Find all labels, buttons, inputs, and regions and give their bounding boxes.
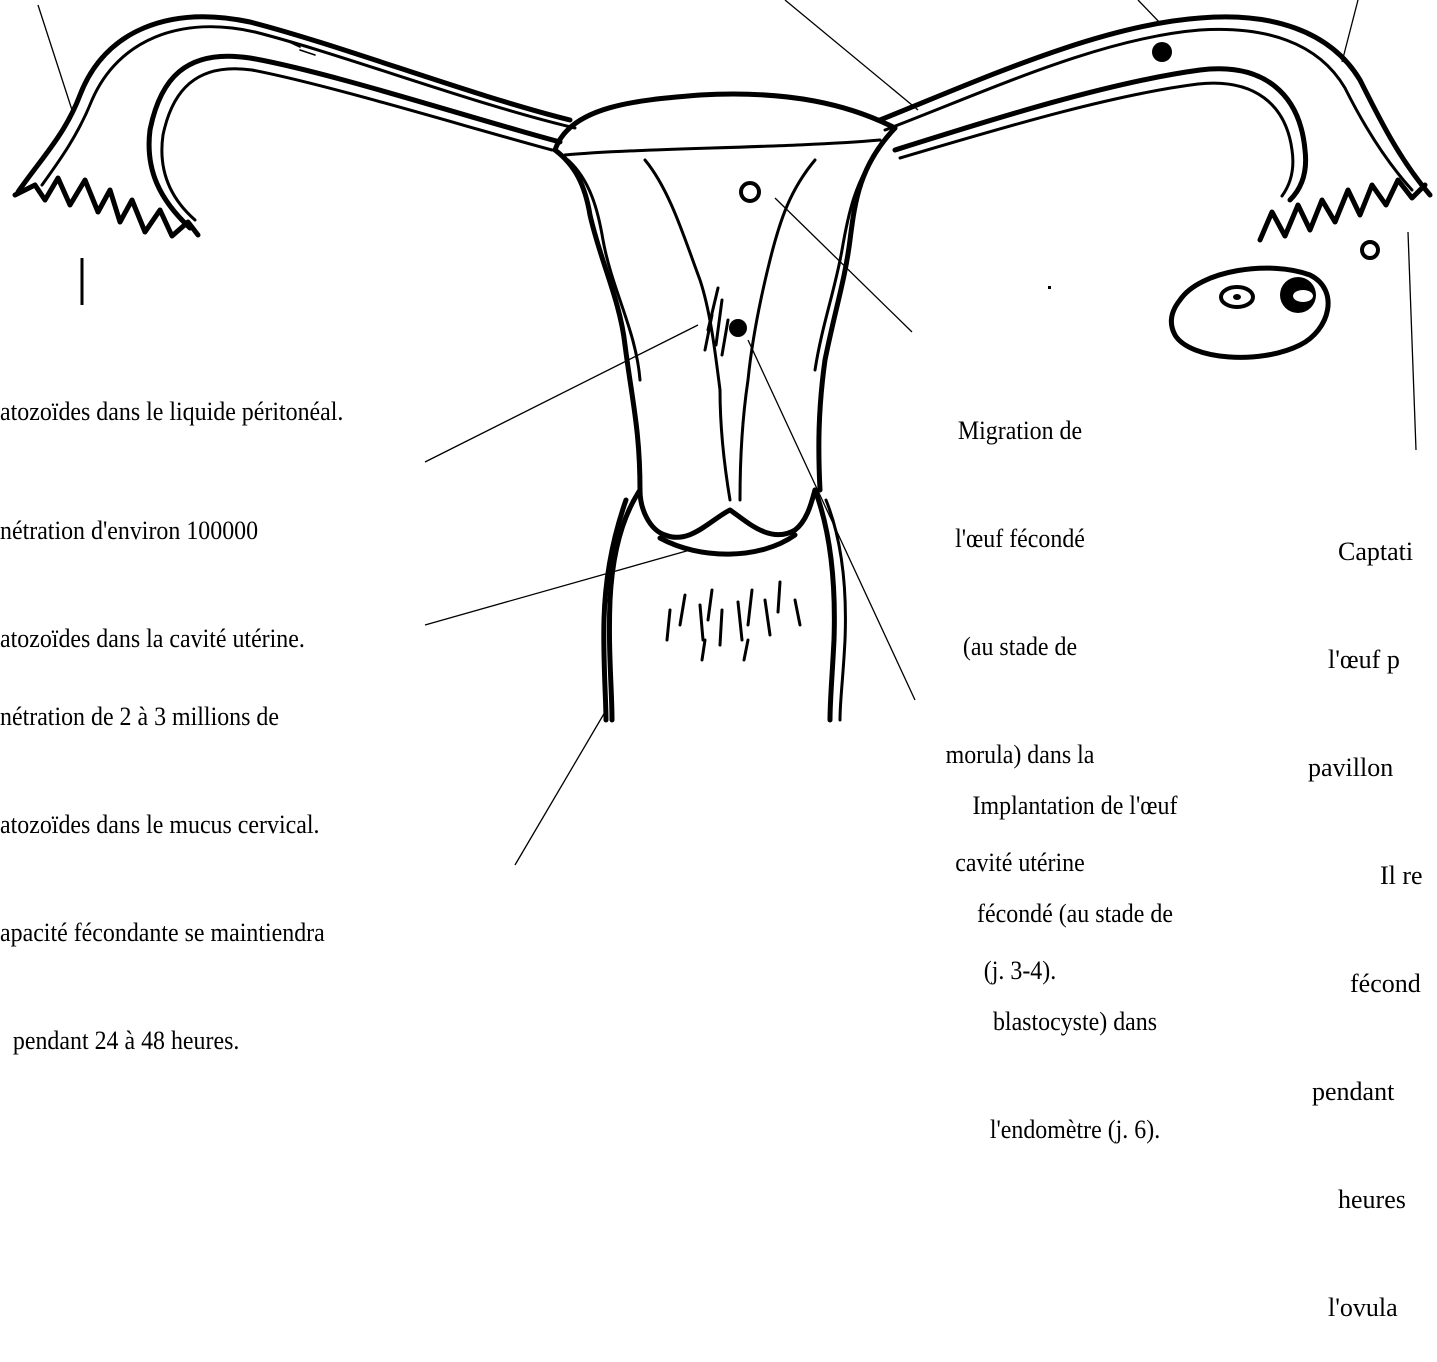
uterus xyxy=(555,94,895,554)
label-egg-capture: Captati l'œuf p pavillon Il re fécond pe… xyxy=(1308,462,1437,1362)
sperm-cluster xyxy=(667,582,800,660)
right-fallopian-tube xyxy=(880,17,1430,200)
label-implantation: Implantation de l'œuf fécondé (au stade … xyxy=(919,716,1232,1184)
blastocyst-egg xyxy=(729,319,747,337)
left-fallopian-tube xyxy=(18,17,575,228)
ovary xyxy=(1171,268,1328,357)
captured-egg xyxy=(1362,242,1378,258)
vagina xyxy=(604,490,846,720)
label-cervical-mucus-penetration: nétration de 2 à 3 millions de atozoïdes… xyxy=(0,627,325,1095)
intrauterine-sperm xyxy=(705,288,728,355)
morula-egg xyxy=(741,183,759,201)
